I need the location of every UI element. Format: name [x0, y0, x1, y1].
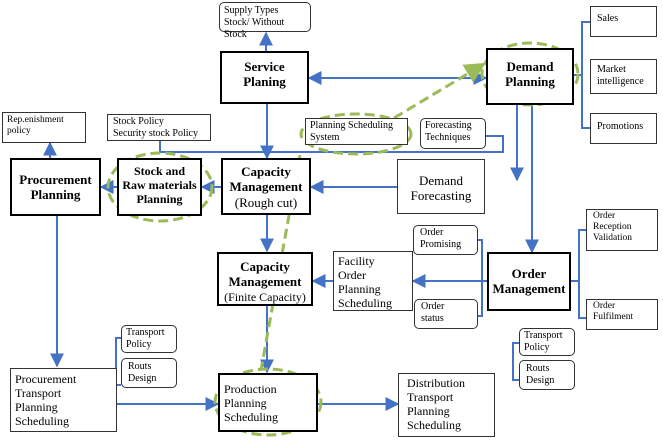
demand-forecasting-box: Demand Forecasting	[397, 159, 485, 214]
facility-order-box: Facility Order Planning Scheduling	[333, 251, 413, 311]
order-status-box: Order status	[414, 299, 478, 329]
facility-order-label: Facility Order Planning Scheduling	[338, 254, 392, 311]
procurement-transport-box: Procurement Transport Planning Schedulin…	[10, 368, 117, 432]
order-fulfilment-label: Order Fulfilment	[593, 301, 634, 323]
forecasting-techniques-label: Forecasting Techniques	[425, 120, 472, 143]
transport-policy-left-label: Transport Policy	[126, 327, 165, 350]
transport-policy-right-box: Transport Policy	[519, 328, 575, 356]
promotions-box: Promotions	[590, 113, 657, 144]
stock-policy-label: Stock Policy Security stock Policy	[113, 116, 198, 139]
promotions-label: Promotions	[597, 121, 644, 132]
routs-design-left-box: Routs Design	[121, 358, 177, 388]
capacity-rough-box: Capacity Management (Rough cut)	[221, 158, 311, 215]
service-planing-box: Service Planing	[220, 51, 309, 104]
capacity-finite-box: Capacity Management (Finite Capacity)	[217, 252, 313, 306]
order-promising-label: Order Promising	[420, 227, 462, 250]
highlight-planning-system	[299, 112, 413, 156]
highlight-stock-planning	[106, 151, 214, 223]
capacity-rough-label: Capacity Management	[229, 164, 303, 195]
distribution-transport-label: Distribution Transport Planning Scheduli…	[407, 376, 466, 433]
order-management-box: Order Management	[487, 252, 571, 311]
capacity-rough-sublabel: (Rough cut)	[234, 194, 298, 210]
planning-scheduling-system-label: Planning Scheduling System	[310, 120, 394, 143]
order-promising-box: Order Promising	[413, 225, 478, 255]
procurement-planning-box: Procurement Planning	[10, 158, 101, 216]
replenishment-policy-box: Rep.enishment policy	[2, 112, 86, 143]
demand-planning-label: Demand Planning	[505, 59, 555, 90]
sales-box: Sales	[590, 6, 657, 37]
order-reception-box: Order Reception Validation	[586, 209, 658, 251]
demand-planning-box: Demand Planning	[486, 48, 574, 105]
stock-policy-box: Stock Policy Security stock Policy	[107, 114, 211, 141]
transport-policy-left-box: Transport Policy	[121, 325, 177, 353]
market-intelligence-box: Market intelligence	[590, 59, 657, 94]
capacity-finite-sublabel: (Finite Capacity)	[224, 289, 306, 304]
sales-label: Sales	[597, 13, 619, 24]
planning-scheduling-system-box: Planning Scheduling System	[305, 118, 408, 145]
routs-design-left-label: Routs Design	[128, 361, 157, 384]
order-management-label: Order Management	[492, 266, 566, 297]
order-reception-label: Order Reception Validation	[593, 211, 633, 244]
forecasting-techniques-box: Forecasting Techniques	[420, 118, 486, 149]
stock-raw-materials-label: Stock and Raw materials Planning	[122, 164, 197, 207]
procurement-planning-label: Procurement Planning	[19, 172, 92, 203]
demand-forecasting-label: Demand Forecasting	[410, 173, 472, 204]
capacity-finite-label: Capacity Management	[228, 259, 302, 290]
replenishment-policy-label: Rep.enishment policy	[7, 115, 64, 137]
routs-design-right-label: Routs Design	[526, 363, 555, 386]
order-fulfilment-box: Order Fulfilment	[586, 299, 658, 330]
supply-types-label: Supply Types Stock/ Without Stock	[224, 5, 285, 40]
stock-raw-materials-box: Stock and Raw materials Planning	[117, 158, 202, 216]
production-planning-box: Production Planning Scheduling	[218, 373, 318, 432]
procurement-transport-label: Procurement Transport Planning Schedulin…	[15, 372, 77, 429]
supply-types-box: Supply Types Stock/ Without Stock	[219, 2, 311, 40]
transport-policy-right-label: Transport Policy	[524, 330, 563, 353]
routs-design-right-box: Routs Design	[519, 360, 575, 390]
order-status-label: Order status	[421, 301, 445, 324]
market-intelligence-label: Market intelligence	[597, 64, 644, 87]
service-planing-label: Service Planing	[243, 59, 286, 90]
highlight-link-upper	[393, 62, 486, 120]
highlight-production-planning	[213, 367, 323, 437]
distribution-transport-box: Distribution Transport Planning Scheduli…	[398, 373, 495, 437]
production-planning-label: Production Planning Scheduling	[224, 382, 278, 425]
